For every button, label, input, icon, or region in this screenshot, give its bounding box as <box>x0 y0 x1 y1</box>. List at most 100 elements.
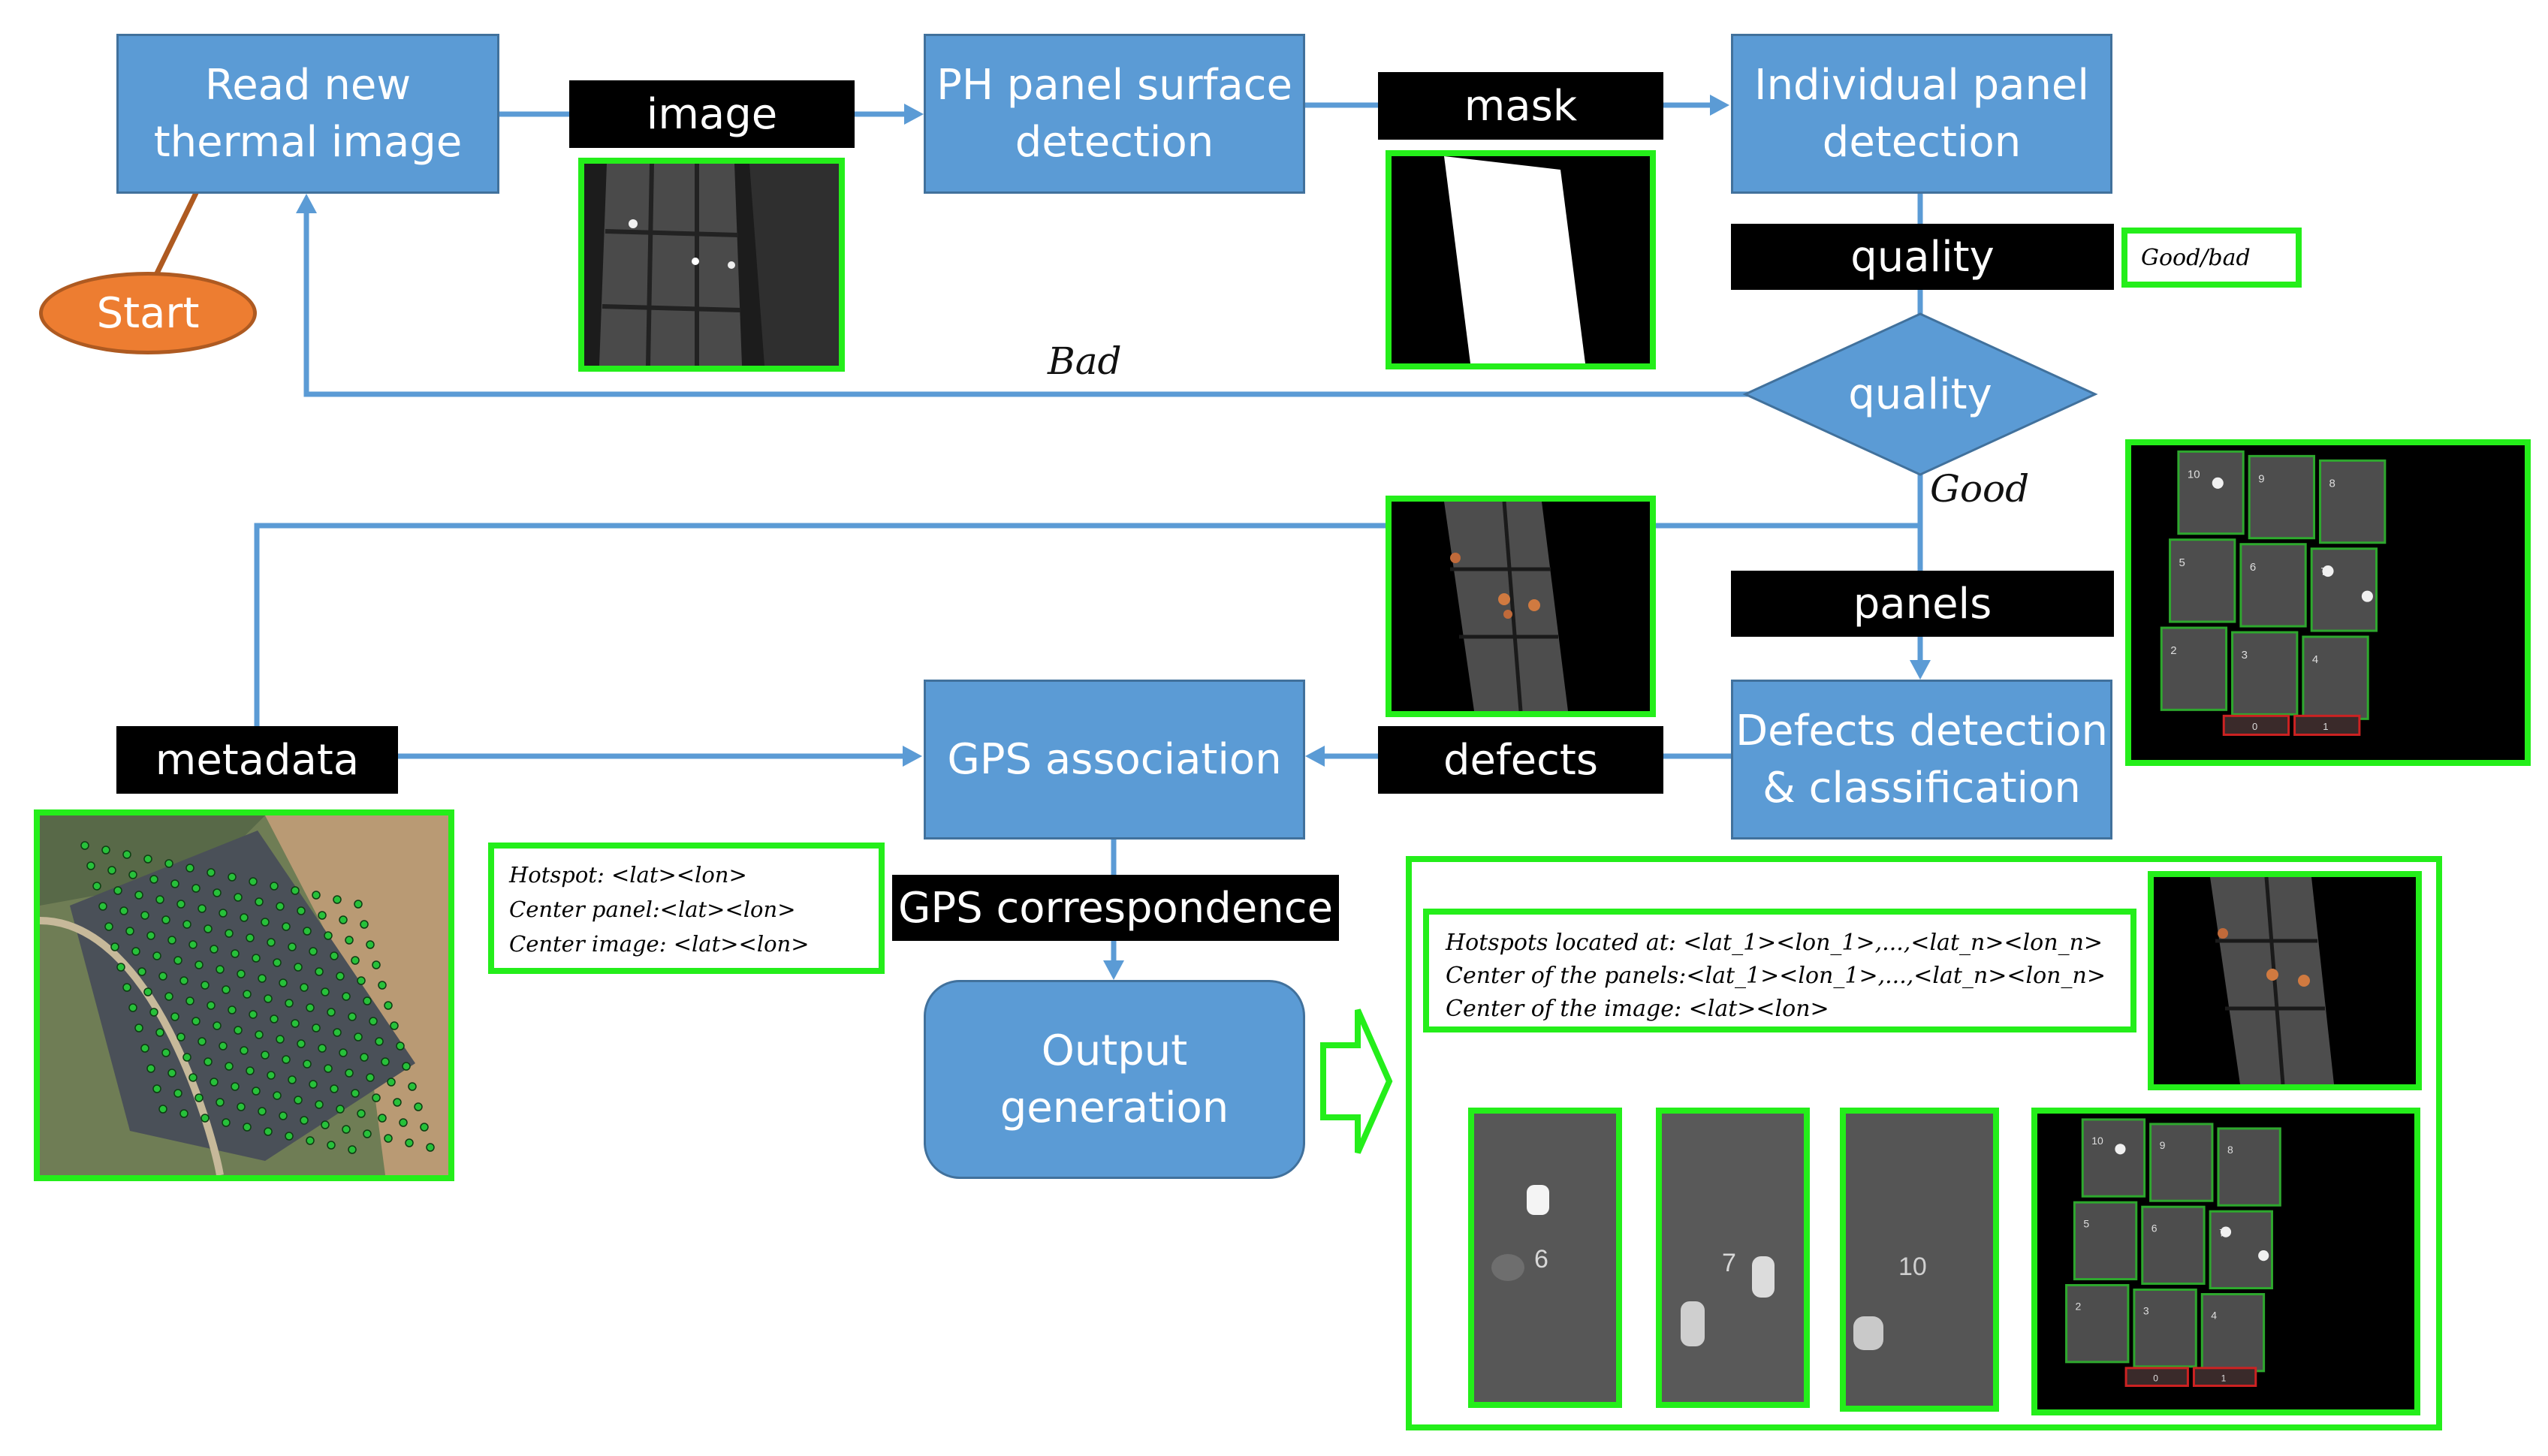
map-pin-icon <box>155 1028 164 1037</box>
map-pin-icon <box>414 1102 423 1111</box>
map-pin-icon <box>213 1021 222 1030</box>
map-pin-icon <box>201 981 210 990</box>
map-pin-icon <box>119 906 128 915</box>
map-pin-icon <box>354 900 363 909</box>
map-pin-icon <box>321 1120 330 1129</box>
panel-number: 9 <box>2160 1139 2166 1151</box>
panel-number: 3 <box>2143 1305 2149 1317</box>
map-pin-icon <box>249 1010 258 1019</box>
map-pin-icon <box>252 1087 261 1096</box>
map-pin-icon <box>104 922 113 931</box>
map-pin-icon <box>219 909 228 918</box>
map-pin-icon <box>324 931 333 940</box>
map-pin-icon <box>384 1001 393 1010</box>
arrowhead-read <box>296 194 317 213</box>
arrowhead-gps-left <box>903 746 922 767</box>
mask-graphic <box>1392 156 1650 363</box>
gps-note-line: Hotspot: <lat><lon> <box>509 862 747 888</box>
map-pin-icon <box>303 1060 312 1069</box>
map-pin-icon <box>243 1123 252 1132</box>
map-pin-icon <box>173 1089 182 1098</box>
quality-decision-label: quality <box>1848 369 1992 419</box>
output-defects-graphic <box>2154 877 2416 1084</box>
map-pin-icon <box>303 927 312 936</box>
map-pin-icon <box>357 1109 366 1118</box>
map-pin-icon <box>110 942 119 951</box>
map-pin-icon <box>164 859 173 868</box>
map-pin-icon <box>402 1062 411 1071</box>
map-pin-icon <box>366 1073 375 1082</box>
output-note-line: Center of the image: <lat><lon> <box>1446 996 1829 1022</box>
hotspot-marker <box>2258 1250 2269 1262</box>
output-note-line: Center of the panels:<lat_1><lon_1>,...,… <box>1446 963 2106 989</box>
output-panels-thumbnail: 109856723401 <box>2031 1108 2420 1415</box>
map-pin-icon <box>240 1046 249 1055</box>
panel-cell-partial <box>2192 1367 2257 1387</box>
map-pin-icon <box>131 947 140 956</box>
mask-thumbnail <box>1386 150 1656 369</box>
map-pin-icon <box>198 1037 207 1046</box>
panel-cell <box>2160 626 2228 711</box>
map-pin-icon <box>381 1057 390 1066</box>
map-pin-icon <box>372 1093 381 1102</box>
map-pin-icon <box>396 1042 405 1051</box>
map-pin-icon <box>222 985 231 994</box>
map-pin-icon <box>204 1057 213 1066</box>
map-pin-icon <box>351 1089 360 1098</box>
map-pin-icon <box>98 902 107 911</box>
panel-cell <box>2319 459 2387 544</box>
map-pin-icon <box>143 987 152 996</box>
map-pin-icon <box>345 1069 354 1078</box>
map-pin-icon <box>246 933 255 942</box>
map-pin-icon <box>231 949 240 958</box>
map-pin-icon <box>276 1035 285 1044</box>
panel-number: 9 <box>2258 473 2264 486</box>
map-pin-icon <box>297 906 306 915</box>
map-pin-icon <box>321 987 330 996</box>
panel-cell <box>2133 1289 2197 1368</box>
map-pin-icon <box>261 1051 270 1060</box>
map-pin-icon <box>264 994 273 1003</box>
ph-detection-node: PH panel surface detection <box>924 34 1305 194</box>
map-pin-icon <box>237 969 246 978</box>
map-pin-icon <box>399 1118 408 1127</box>
map-pin-icon <box>306 1003 315 1012</box>
map-pin-icon <box>273 1091 282 1100</box>
map-pin-icon <box>345 936 354 945</box>
map-pin-icon <box>312 891 321 900</box>
panel-number: 2 <box>2170 644 2176 657</box>
map-pin-icon <box>264 1127 273 1136</box>
panels-graphic: 109856723401 <box>2131 445 2525 760</box>
map-pin-icon <box>107 866 116 875</box>
map-pin-icon <box>113 886 122 895</box>
map-pin-icon <box>276 902 285 911</box>
map-pin-icon <box>228 1005 237 1014</box>
panel-number: 8 <box>2227 1144 2233 1156</box>
map-pin-icon <box>393 1098 402 1107</box>
map-pin-icon <box>140 911 149 920</box>
map-pin-icon <box>318 911 327 920</box>
map-pin-icon <box>92 882 101 891</box>
map-pin-icon <box>342 992 351 1001</box>
gps-note-line: Center panel:<lat><lon> <box>509 897 796 922</box>
map-pin-icon <box>170 879 179 888</box>
map-pin-icon <box>152 951 161 960</box>
map-pin-icon <box>122 850 131 859</box>
map-pin-icon <box>408 1082 417 1091</box>
quality-label: quality <box>1731 224 2114 290</box>
map-pin-icon <box>80 841 89 850</box>
map-pin-icon <box>405 1138 414 1147</box>
map-pin-icon <box>309 1080 318 1089</box>
mask-label: mask <box>1378 72 1663 140</box>
map-pin-icon <box>285 1132 294 1141</box>
map-pin-icon <box>204 924 213 933</box>
gps-note: Hotspot: <lat><lon> Center panel:<lat><l… <box>488 843 885 974</box>
output-note-line: Hotspots located at: <lat_1><lon_1>,...,… <box>1446 930 2103 956</box>
panel-number: 1 <box>2221 1373 2227 1384</box>
map-pin-icon <box>318 1044 327 1053</box>
map-pin-icon <box>378 981 387 990</box>
map-pin-icon <box>182 1053 191 1062</box>
map-pin-icon <box>261 918 270 927</box>
panel-cell <box>2310 547 2378 632</box>
map-pin-icon <box>188 1073 198 1082</box>
